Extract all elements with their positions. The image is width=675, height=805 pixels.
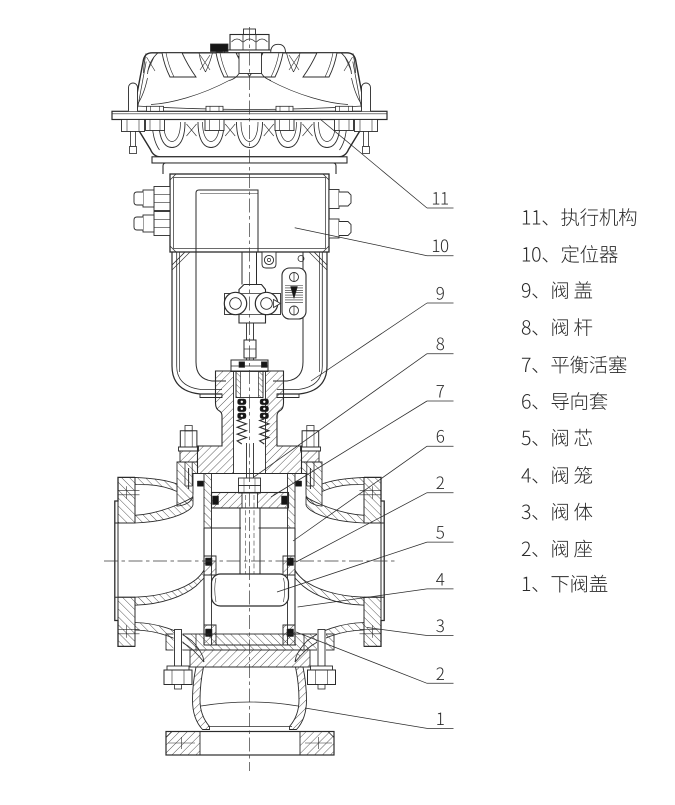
leader-line-11 bbox=[319, 118, 454, 209]
leader-line-9 bbox=[310, 302, 454, 382]
pipe-flange-left bbox=[114, 476, 140, 648]
parts-legend: 11、执行机构 10、定位器 9、阀 盖 8、阀 杆 7、平衡活塞 6、导向套 5、阀 芯 4… bbox=[521, 202, 638, 598]
legend-item: 7、平衡活塞 bbox=[521, 349, 627, 378]
callout-number: 6 bbox=[436, 423, 445, 448]
leader-lines bbox=[253, 118, 454, 729]
bonnet bbox=[196, 359, 303, 475]
leader-line-3 bbox=[366, 627, 454, 636]
leader-line-10 bbox=[294, 227, 454, 257]
legend-item: 9、阀 盖 bbox=[521, 275, 593, 304]
callout-number: 4 bbox=[436, 565, 445, 590]
bottom-flange-bolts bbox=[163, 629, 336, 690]
leader-line-7 bbox=[270, 400, 454, 498]
stem-clamp-assembly bbox=[223, 252, 307, 361]
callout-number: 9 bbox=[436, 280, 445, 305]
leader-line-4 bbox=[297, 588, 454, 608]
callout-number: 3 bbox=[436, 612, 445, 637]
legend-item: 11、执行机构 bbox=[521, 202, 637, 231]
bottom-cover-base-flange bbox=[165, 730, 335, 756]
leader-line-2 bbox=[295, 492, 454, 563]
bonnet-studs-and-nuts bbox=[178, 425, 321, 489]
leader-line-8 bbox=[253, 353, 454, 478]
callout-number: 2 bbox=[436, 469, 445, 494]
callout-number: 2 bbox=[436, 660, 445, 685]
callout-number: 1 bbox=[436, 705, 445, 730]
callout-number: 11 bbox=[431, 185, 448, 210]
legend-item: 10、定位器 bbox=[521, 239, 618, 268]
leader-line-2 bbox=[295, 631, 454, 684]
legend-item: 4、阀 笼 bbox=[521, 460, 593, 489]
leader-line-1 bbox=[304, 707, 454, 729]
balance-piston bbox=[210, 491, 290, 598]
positioner bbox=[133, 162, 352, 253]
valve-plug bbox=[210, 573, 290, 607]
bottom-cover bbox=[163, 629, 336, 756]
callout-number: 7 bbox=[436, 378, 445, 403]
callout-number: 5 bbox=[436, 519, 445, 544]
bottom-cover-bowl bbox=[192, 666, 307, 730]
legend-item: 6、导向套 bbox=[521, 386, 608, 415]
legend-item: 1、下阀盖 bbox=[521, 568, 608, 597]
callout-number: 8 bbox=[436, 330, 445, 355]
centerlines bbox=[104, 27, 396, 771]
yoke bbox=[171, 252, 328, 398]
body-neck-and-guide bbox=[176, 461, 323, 529]
legend-item: 8、阀 杆 bbox=[521, 312, 593, 341]
body-bottom-flange bbox=[165, 633, 335, 668]
leader-line-6 bbox=[292, 445, 454, 542]
leader-line-5 bbox=[276, 541, 454, 593]
legend-item: 5、阀 芯 bbox=[521, 422, 593, 451]
legend-item: 3、阀 体 bbox=[521, 496, 593, 525]
callout-number: 10 bbox=[431, 232, 449, 257]
callout-numbers: 11 10 9 8 7 6 2 5 4 3 2 1 bbox=[431, 185, 449, 730]
legend-item: 2、阀 座 bbox=[521, 533, 593, 562]
pipe-flange-right bbox=[359, 476, 385, 648]
